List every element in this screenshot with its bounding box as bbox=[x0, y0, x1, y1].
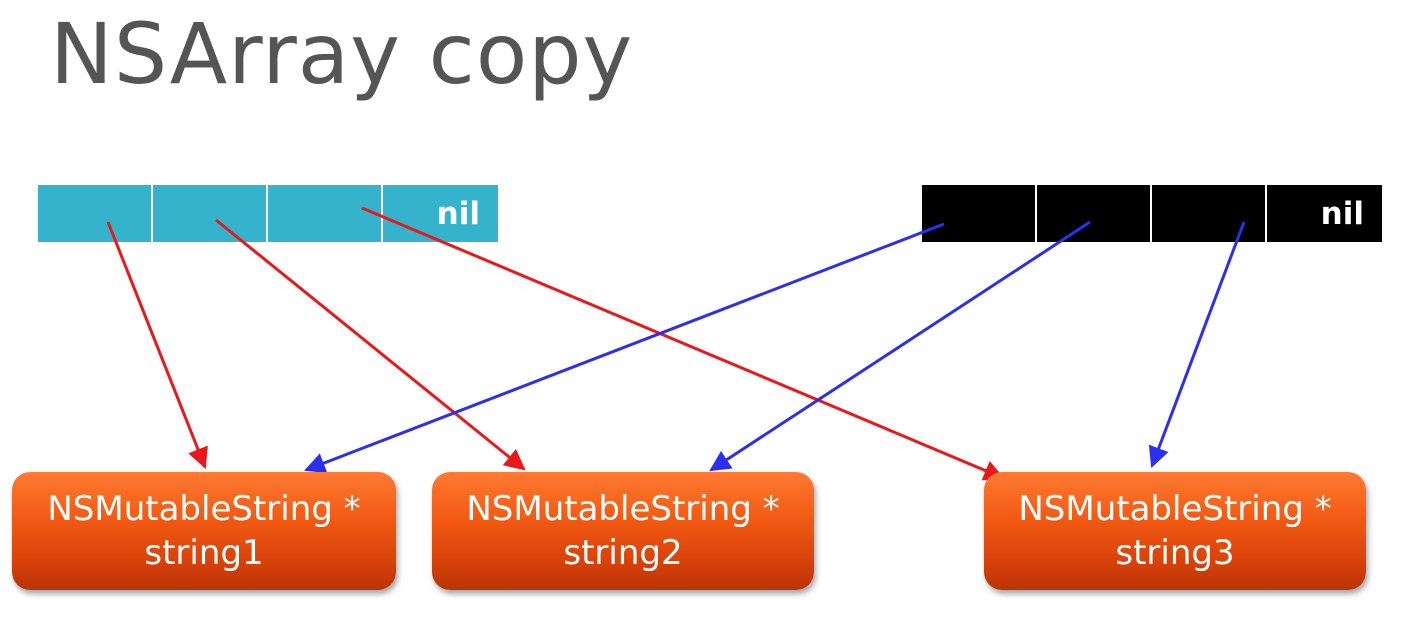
copied-array-cell-1 bbox=[922, 185, 1037, 242]
original-array-cell-2 bbox=[153, 185, 268, 242]
copied-array: nil bbox=[922, 185, 1382, 242]
string3-box: NSMutableString * string3 bbox=[984, 472, 1366, 590]
string2-name: string2 bbox=[563, 533, 683, 573]
copied-array-nil-cell: nil bbox=[1267, 185, 1382, 242]
string1-name: string1 bbox=[144, 533, 264, 573]
blue-arrow-cell1-to-string1 bbox=[304, 222, 945, 473]
string1-box: NSMutableString * string1 bbox=[12, 472, 396, 590]
blue-arrow-cell2-to-string2 bbox=[709, 220, 1091, 472]
copied-array-cell-3 bbox=[1152, 185, 1267, 242]
string2-type: NSMutableString * bbox=[466, 488, 780, 529]
slide-title: NSArray copy bbox=[50, 5, 634, 103]
red-arrow-cell3-to-string3 bbox=[361, 206, 1005, 481]
red-arrow-cell2-to-string2 bbox=[215, 218, 526, 471]
original-array: nil bbox=[38, 185, 498, 242]
original-array-cell-1 bbox=[38, 185, 153, 242]
blue-arrow-cell3-to-string3 bbox=[1148, 221, 1246, 468]
original-array-nil-cell: nil bbox=[383, 185, 498, 242]
copied-array-cell-2 bbox=[1037, 185, 1152, 242]
string3-type: NSMutableString * bbox=[1018, 488, 1332, 529]
string3-name: string3 bbox=[1115, 533, 1235, 573]
string1-type: NSMutableString * bbox=[47, 488, 361, 529]
string2-box: NSMutableString * string2 bbox=[432, 472, 814, 590]
original-array-cell-3 bbox=[268, 185, 383, 242]
red-arrow-cell1-to-string1 bbox=[106, 221, 208, 469]
